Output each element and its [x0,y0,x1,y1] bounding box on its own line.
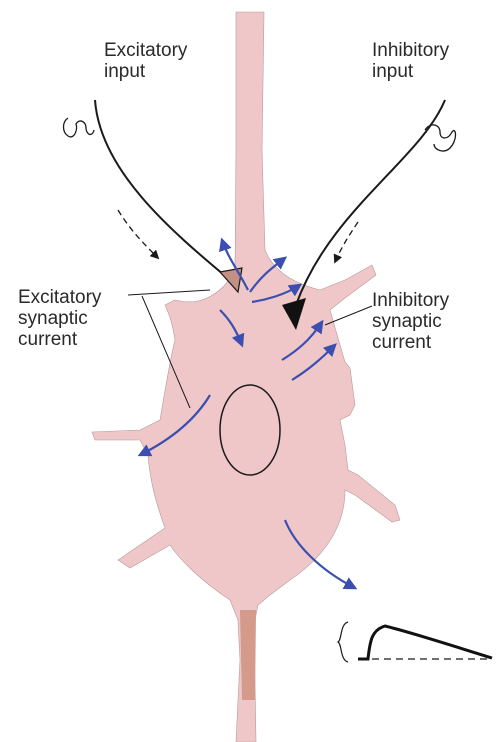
potential-trace [338,622,492,662]
excitatory-input-label: Excitatory input [104,40,187,82]
axon-hillock [240,610,256,700]
inhibitory-label-pointer [325,306,372,325]
inhibitory-input-label: Inhibitory input [372,40,449,82]
epsp-trace [358,626,492,659]
inhibitory-current-label: Inhibitory synaptic current [372,290,449,353]
inhibitory-electrode-icon [425,125,456,151]
excitatory-current-label: Excitatory synaptic current [18,287,101,350]
excitatory-input-fiber [95,100,230,280]
excitatory-electrode-icon [64,118,95,137]
inhibitory-direction-arrow [335,222,358,262]
excitatory-direction-arrow [118,210,158,258]
trace-bracket [338,622,348,662]
